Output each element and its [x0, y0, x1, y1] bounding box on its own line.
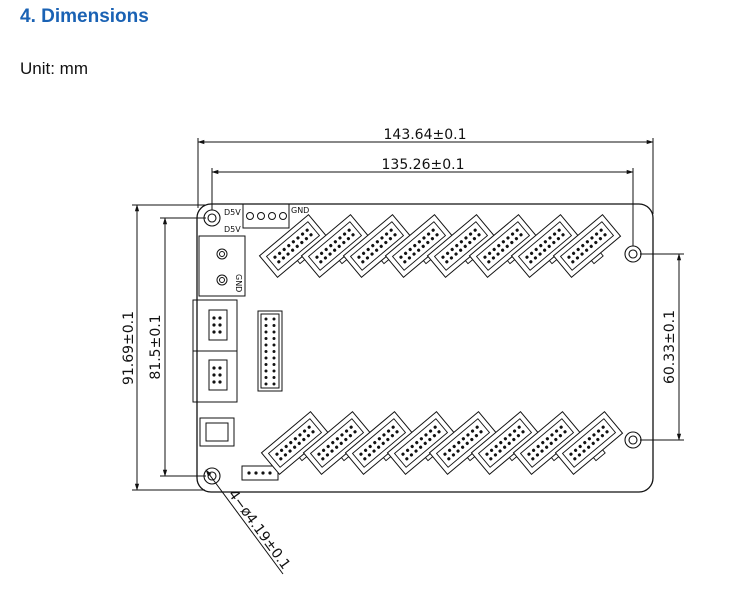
header-pin — [264, 382, 268, 386]
header-pin — [264, 337, 268, 340]
dim-overall-width — [197, 138, 654, 214]
header-pin — [272, 350, 276, 353]
header-pin — [272, 343, 276, 347]
unit-label: Unit: mm — [20, 59, 88, 78]
section-heading: 4. Dimensions — [20, 6, 149, 27]
hole-callout — [205, 469, 284, 575]
mounting-hole-right-upper — [624, 245, 642, 263]
power-terminal — [242, 203, 290, 229]
header-pin — [272, 337, 276, 340]
hub-connector-top-1 — [258, 214, 328, 278]
header-pin — [272, 382, 276, 386]
header-pin — [272, 376, 276, 379]
hub-connector-bottom-8 — [554, 411, 624, 475]
dim-overall-height-label: 91.69±0.1 — [121, 311, 137, 385]
d5v-label-jack: D5V — [224, 225, 241, 234]
pin-header — [257, 310, 283, 392]
header-pin — [264, 363, 268, 366]
dim-overall-width-label: 143.64±0.1 — [384, 127, 467, 143]
dim-overall-height — [132, 204, 205, 491]
gnd-label-top: GND — [291, 206, 309, 215]
dim-hole-height-label: 81.5±0.1 — [148, 314, 164, 379]
pin-header-pins — [264, 317, 276, 386]
header-pin — [272, 324, 276, 327]
hub-connector-top-8 — [552, 214, 622, 278]
hub-connectors-bottom — [260, 411, 624, 475]
header-pin — [272, 363, 276, 366]
header-pin — [264, 330, 268, 334]
hub-connectors-top — [258, 214, 622, 278]
hub-connector-bottom-7 — [512, 411, 582, 475]
d5v-label-top: D5V — [224, 208, 241, 217]
header-pin — [264, 343, 268, 347]
dim-hole-width — [211, 168, 634, 246]
gnd-label-jack: GND — [234, 274, 243, 292]
hub-connector-top-2 — [300, 214, 370, 278]
hub-connector-bottom-1 — [260, 411, 330, 475]
header-pin — [264, 376, 268, 379]
ethernet-ports — [192, 299, 238, 403]
hole-spec-label: 4−ø4.19±0.1 — [225, 487, 293, 573]
power-jack — [198, 235, 246, 297]
board-outline — [196, 203, 654, 493]
hub-connector-bottom-5 — [428, 411, 498, 475]
header-pin — [264, 317, 268, 321]
header-pin — [264, 324, 268, 327]
header-pin — [272, 317, 276, 321]
small-connector — [241, 465, 279, 481]
dim-right-holes-label: 60.33±0.1 — [662, 310, 678, 384]
header-pin — [264, 369, 268, 373]
dim-hole-height — [160, 217, 206, 477]
header-pin — [264, 356, 268, 360]
header-pin — [272, 356, 276, 360]
hub-connector-top-3 — [342, 214, 412, 278]
header-pin — [264, 350, 268, 353]
mounting-hole-top-left — [203, 209, 221, 227]
dim-hole-width-label: 135.26±0.1 — [382, 157, 465, 173]
ethernet-pins — [212, 316, 222, 384]
dim-right-holes — [640, 253, 684, 441]
header-pin — [272, 330, 276, 334]
mounting-hole-right-lower — [624, 431, 642, 449]
header-pin — [272, 369, 276, 373]
hub-connector-bottom-4 — [386, 411, 456, 475]
test-button — [199, 417, 235, 447]
small-connector-pins — [247, 471, 272, 475]
